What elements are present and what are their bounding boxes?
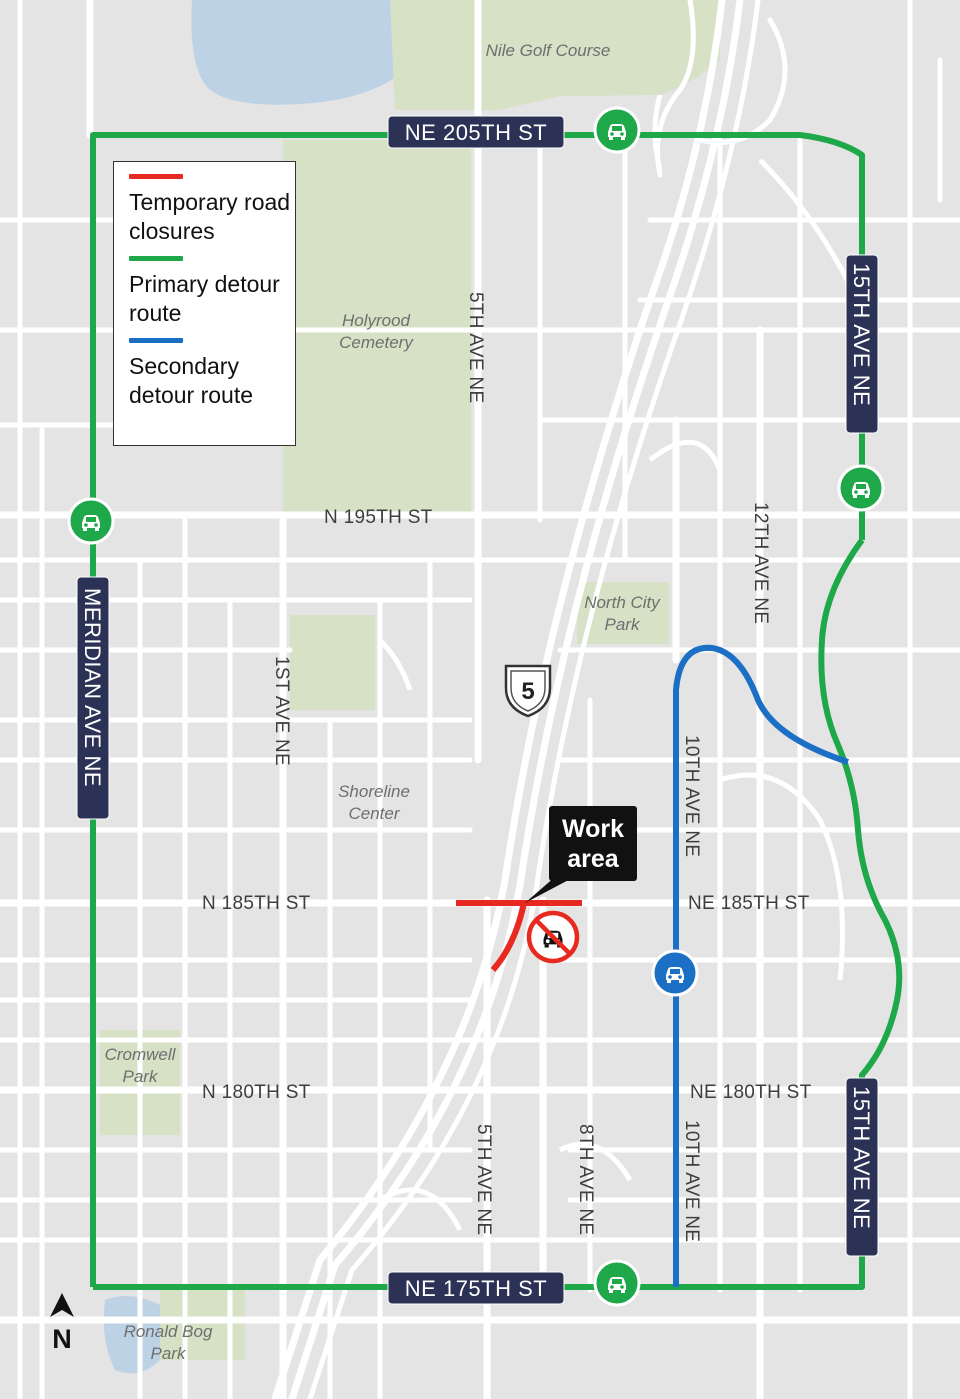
street-label-5th-ave-south: 5TH AVE NE	[473, 1124, 494, 1235]
work-area-callout-pointer	[525, 876, 576, 903]
shield-15th-ave-ne-north: 15TH AVE NE	[845, 254, 879, 434]
street-label-1st-ave: 1ST AVE NE	[271, 656, 292, 766]
shield-label-15th-north: 15TH AVE NE	[849, 263, 874, 406]
street-label-8th-ave: 8TH AVE NE	[575, 1124, 596, 1235]
bog-pond	[103, 1296, 168, 1374]
interstate-5-shield: 5	[504, 664, 552, 718]
temporary-road-closures	[456, 900, 582, 972]
legend-swatch-primary	[129, 256, 183, 261]
legend-swatch-closures	[129, 174, 183, 179]
legend-item-secondary: Secondary detour route	[129, 338, 295, 410]
place-label-cromwell-park: Park	[123, 1067, 159, 1086]
car-icon	[67, 497, 115, 545]
place-label-shoreline-center: Center	[348, 804, 400, 823]
car-icon	[593, 1259, 641, 1307]
place-label-north-city: North City	[584, 593, 661, 612]
street-label-n-180th: N 180TH ST	[202, 1082, 311, 1103]
shield-ne-175th-st: NE 175TH ST	[387, 1271, 565, 1305]
shield-label-15th-south: 15TH AVE NE	[849, 1086, 874, 1229]
place-label-north-city-park: Park	[605, 615, 641, 634]
street-label-10th-ave-south: 10TH AVE NE	[681, 1120, 702, 1242]
shield-label-ne-205th: NE 205TH ST	[405, 120, 547, 145]
place-label-cemetery: Cemetery	[339, 333, 414, 352]
car-icon	[651, 949, 699, 997]
legend-item-closures: Temporary road closures	[129, 174, 295, 246]
street-label-n-195th: N 195TH ST	[324, 507, 433, 528]
place-label-ronald-bog: Ronald Bog	[124, 1322, 213, 1341]
shield-meridian-ave-ne: MERIDIAN AVE NE	[76, 576, 110, 820]
north-indicator: N	[47, 1292, 77, 1353]
work-area-line-1: Work	[561, 815, 625, 843]
primary-detour-route	[90, 132, 903, 1290]
map-legend: Temporary road closures Primary detour r…	[113, 161, 296, 446]
no-vehicles-icon	[526, 910, 580, 964]
nile-golf-course-area	[390, 0, 720, 110]
legend-label-closures: Temporary road closures	[129, 189, 291, 244]
street-label-ne-185th: NE 185TH ST	[688, 893, 810, 914]
street-label-12th-ave: 12TH AVE NE	[750, 502, 771, 624]
shield-label-meridian: MERIDIAN AVE NE	[80, 588, 105, 787]
lake	[191, 0, 431, 105]
secondary-detour-route	[673, 644, 849, 1287]
place-label-holyrood: Holyrood	[342, 311, 411, 330]
street-label-5th-ave-north: 5TH AVE NE	[465, 292, 486, 403]
place-label-ronald-bog-park: Park	[151, 1344, 187, 1363]
car-icon	[837, 464, 885, 512]
street-label-ne-180th: NE 180TH ST	[690, 1082, 812, 1103]
place-label-nile-golf-course: Nile Golf Course	[486, 41, 611, 60]
north-label: N	[52, 1324, 72, 1354]
shield-label-ne-175th: NE 175TH ST	[405, 1276, 547, 1301]
interstate-5	[271, 0, 788, 1399]
street-label-n-185th: N 185TH ST	[202, 893, 311, 914]
legend-swatch-secondary	[129, 338, 183, 343]
work-area-callout: Work area	[549, 806, 637, 881]
legend-label-secondary: Secondary detour route	[129, 353, 254, 408]
legend-item-primary: Primary detour route	[129, 256, 295, 328]
work-area-line-2: area	[567, 845, 619, 873]
street-label-10th-ave-north: 10TH AVE NE	[681, 735, 702, 857]
legend-label-primary: Primary detour route	[129, 271, 280, 326]
shield-15th-ave-ne-south: 15TH AVE NE	[845, 1077, 879, 1257]
park-block	[290, 615, 375, 710]
place-label-cromwell: Cromwell	[105, 1045, 177, 1064]
car-icon	[593, 106, 641, 154]
shield-ne-205th-st: NE 205TH ST	[387, 115, 565, 149]
interstate-number: 5	[521, 678, 534, 705]
north-arrow-icon	[50, 1293, 74, 1317]
place-label-shoreline: Shoreline	[338, 782, 410, 801]
